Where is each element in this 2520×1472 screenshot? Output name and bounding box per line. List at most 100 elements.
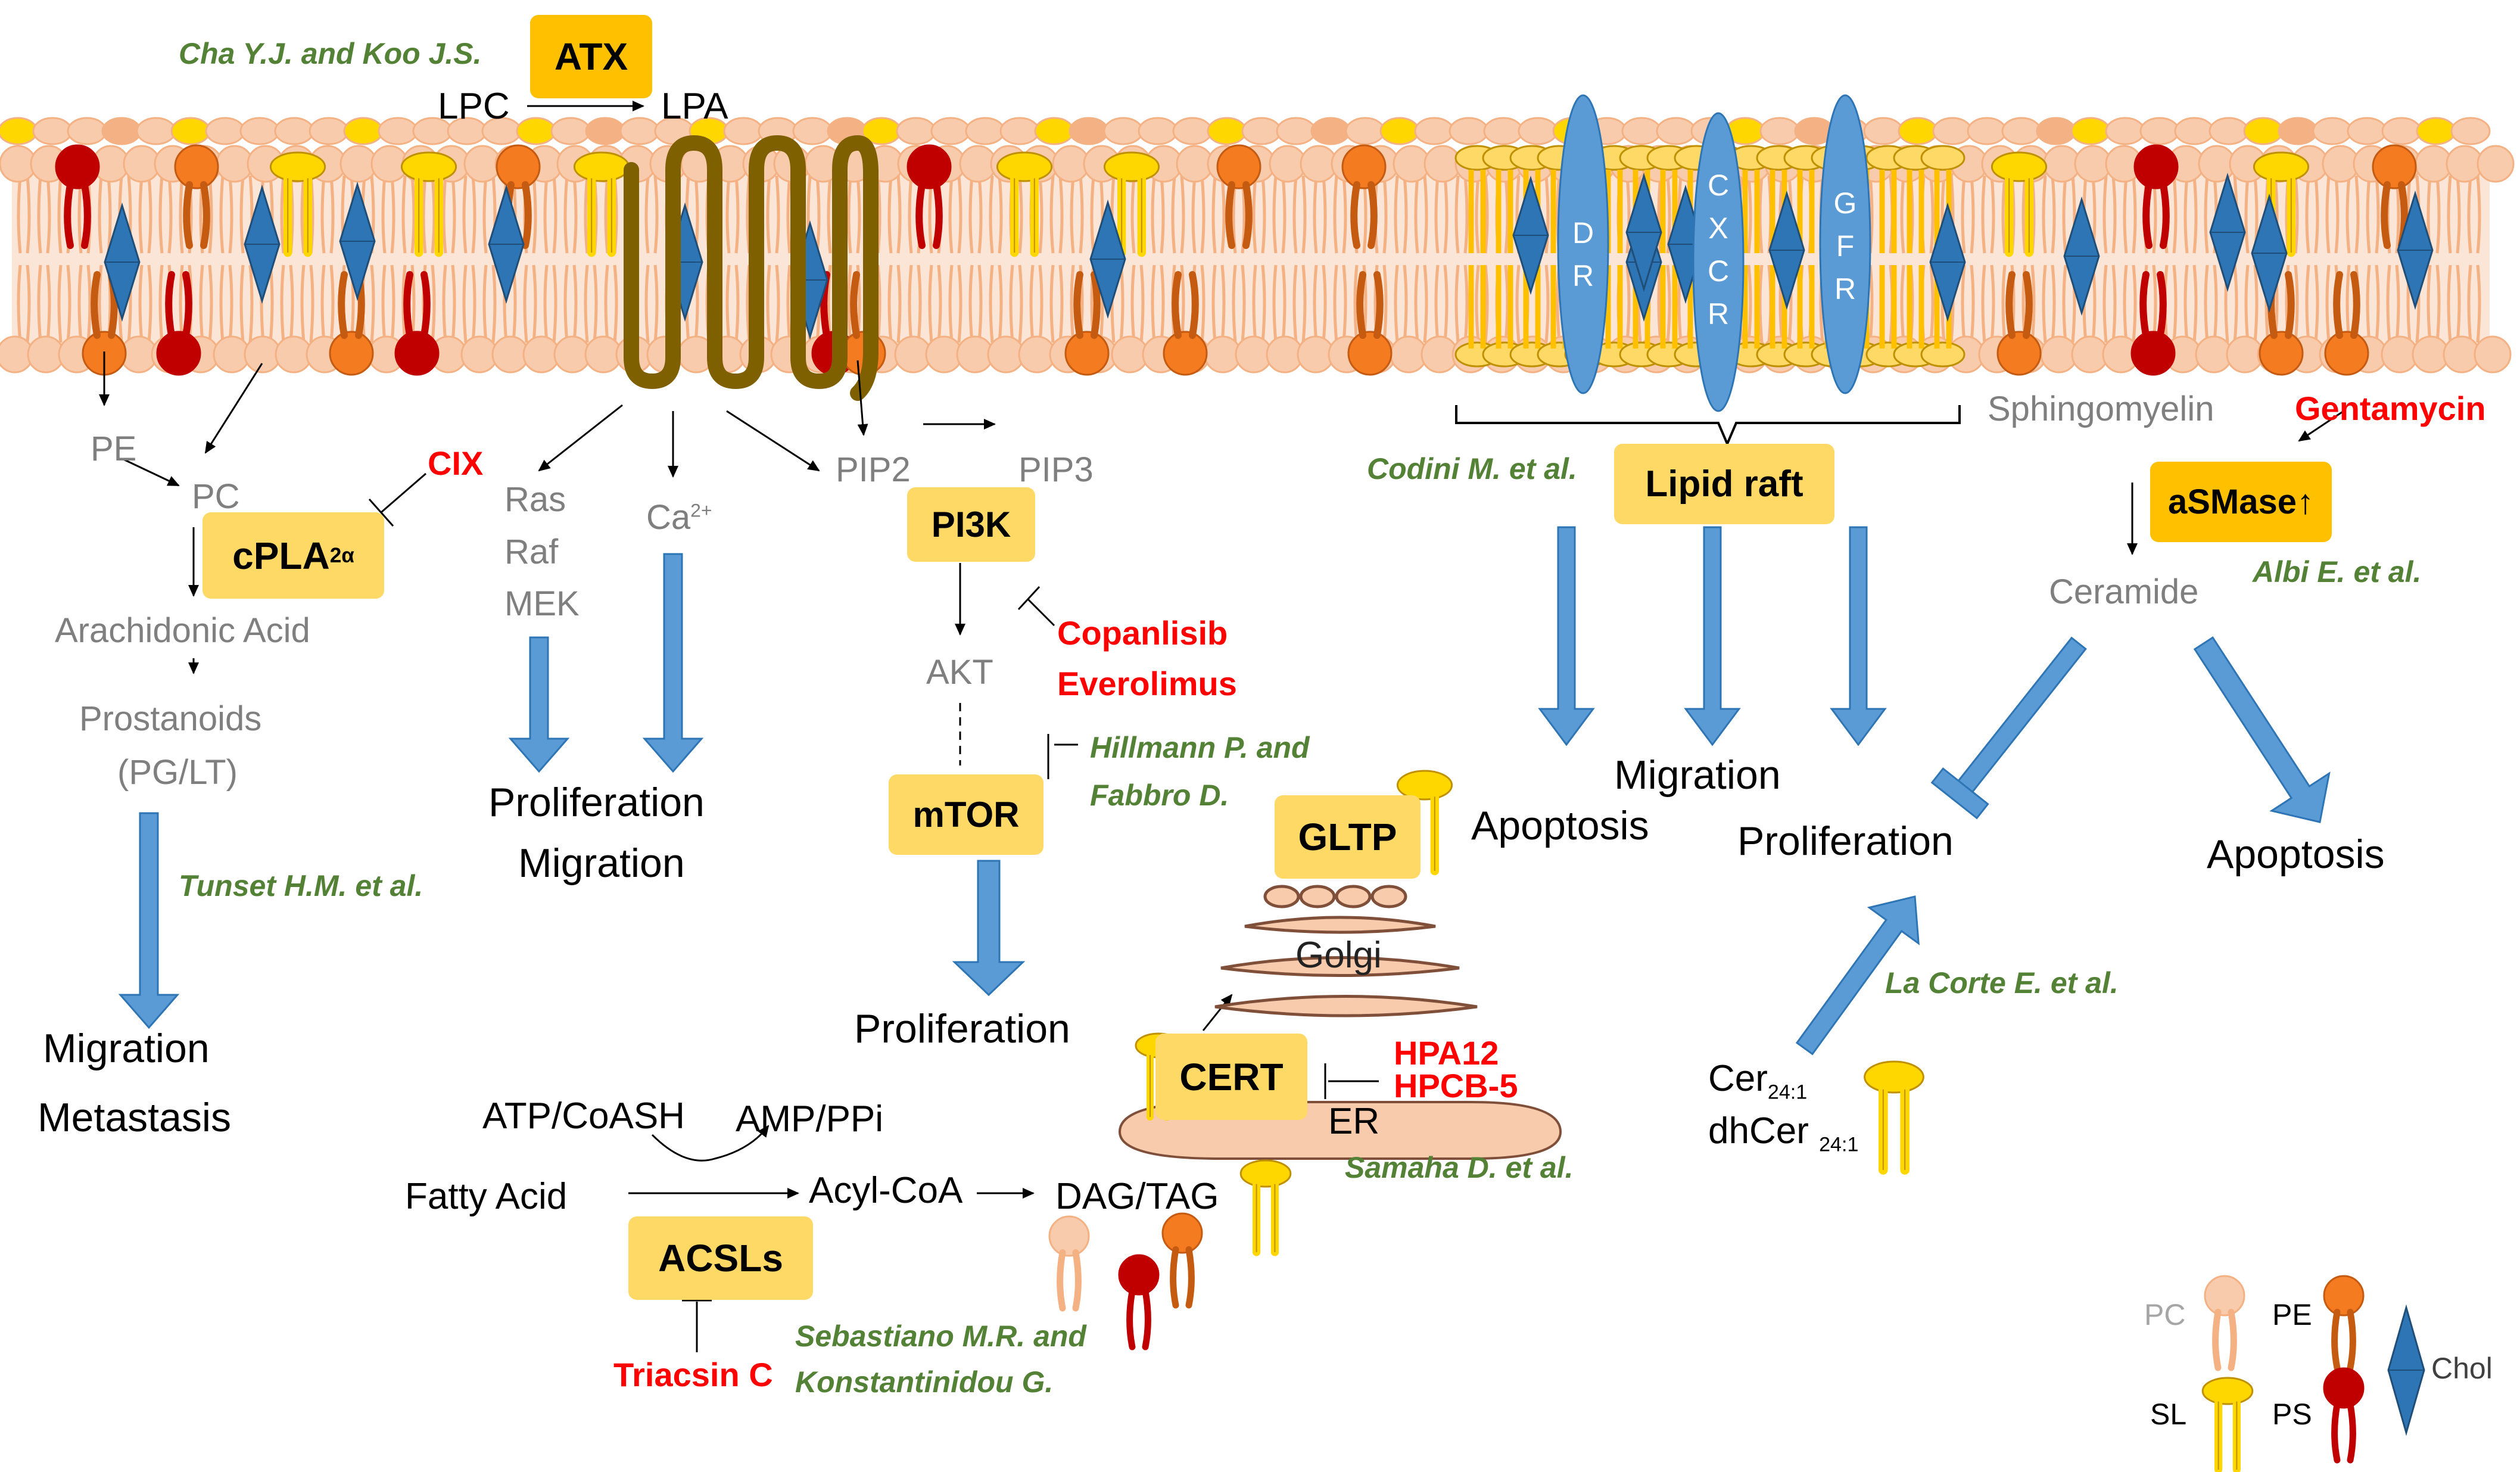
upper-tail bbox=[2305, 175, 2319, 254]
pip3-label: PIP3 bbox=[1018, 450, 1094, 489]
upper-tail bbox=[422, 175, 436, 254]
pe-tail bbox=[1185, 1246, 1195, 1309]
lower-tail bbox=[300, 264, 314, 343]
upper-tail bbox=[1070, 175, 1084, 254]
outcome-arrows bbox=[118, 526, 2331, 1056]
ps-tail bbox=[165, 271, 175, 339]
upper-tail bbox=[725, 175, 740, 254]
lower-tail bbox=[1434, 264, 1449, 343]
lower-tail bbox=[1454, 264, 1469, 343]
cxcr-letter: R bbox=[1707, 297, 1730, 331]
pe-tail bbox=[2023, 271, 2033, 339]
lower-tail bbox=[77, 264, 92, 343]
upper-head-back bbox=[1518, 117, 1558, 145]
upper-head-back bbox=[1449, 117, 1489, 145]
pe-tail bbox=[2331, 1309, 2341, 1371]
upper-head-back bbox=[2174, 117, 2214, 145]
sl-lipid bbox=[400, 151, 457, 257]
sl-tail-outline bbox=[287, 178, 309, 253]
lower-tail bbox=[1232, 264, 1246, 343]
upper-tail bbox=[948, 175, 962, 254]
arachidonic-acid-label: Arachidonic Acid bbox=[55, 611, 310, 650]
upper-head-back bbox=[965, 117, 1005, 145]
upper-tail bbox=[401, 175, 416, 254]
triacsin-c-drug: Triacsin C bbox=[613, 1356, 773, 1393]
lower-tail bbox=[1009, 264, 1023, 343]
pe-tail bbox=[2347, 1309, 2356, 1371]
upper-head-back bbox=[2347, 117, 2387, 145]
cix-drug: CIX bbox=[428, 444, 484, 482]
upper-tail bbox=[1414, 175, 1428, 254]
ps-tail bbox=[2347, 1401, 2356, 1464]
dhcer-24-1-label: dhCer 24:1 bbox=[1708, 1113, 1859, 1156]
pe-lipid bbox=[2323, 1275, 2365, 1371]
lower-tail bbox=[320, 264, 335, 343]
upper-head-back bbox=[1276, 117, 1316, 145]
lower-tail bbox=[2305, 264, 2319, 343]
pe-tail bbox=[2350, 271, 2360, 339]
blue-arrow bbox=[1684, 526, 1741, 746]
upper-head-back bbox=[170, 117, 211, 145]
cpla2a-label: cPLA bbox=[232, 534, 330, 577]
lower-tail bbox=[523, 264, 537, 343]
upper-head-back bbox=[32, 117, 73, 145]
dr-letter: R bbox=[1572, 259, 1594, 292]
upper-tail bbox=[563, 175, 578, 254]
lower-tail bbox=[1130, 264, 1145, 343]
lower-tail bbox=[563, 264, 578, 343]
pe-tail bbox=[1373, 271, 1384, 339]
lower-tail bbox=[2386, 264, 2400, 343]
upper-head-back bbox=[2381, 117, 2422, 145]
upper-tail bbox=[219, 175, 233, 254]
upper-tail bbox=[1961, 175, 1975, 254]
pc-tail bbox=[1072, 1249, 1082, 1312]
lpa-receptor-7tm bbox=[624, 135, 879, 401]
raft-sl-tail bbox=[1742, 170, 1760, 253]
pe-tail bbox=[1356, 271, 1366, 339]
cer-text: Cer bbox=[1708, 1058, 1768, 1099]
dhcer-subscript: 24:1 bbox=[1819, 1133, 1859, 1156]
raft-sl-tail-lower bbox=[1468, 265, 1486, 348]
lower-tail bbox=[1414, 264, 1428, 343]
upper-head-back bbox=[1345, 117, 1385, 145]
upper-head bbox=[2477, 145, 2515, 183]
ps-head bbox=[55, 144, 100, 189]
ref-samaha: Samaha D. et al. bbox=[1345, 1151, 1574, 1184]
upper-head-back bbox=[1379, 117, 1420, 145]
raft-sl-tail bbox=[1879, 170, 1897, 253]
sl-lipid bbox=[269, 151, 326, 257]
legend-pe-label: PE bbox=[2272, 1298, 2312, 1331]
pe-lipid bbox=[1996, 271, 2042, 376]
sl-head bbox=[1396, 770, 1453, 801]
cxcr-letter: X bbox=[1708, 211, 1728, 245]
lower-tail bbox=[908, 264, 922, 343]
upper-tail bbox=[1272, 175, 1287, 254]
ras-label: Ras bbox=[504, 480, 566, 519]
ps-tail bbox=[64, 181, 74, 249]
upper-head-back bbox=[1034, 117, 1074, 145]
upper-head-back bbox=[1207, 117, 1247, 145]
sl-head bbox=[996, 151, 1053, 182]
legend-sl-label: SL bbox=[2150, 1398, 2187, 1431]
cer-subscript: 24:1 bbox=[1767, 1081, 1808, 1104]
upper-tail bbox=[2123, 175, 2137, 254]
pc-tail bbox=[2212, 1309, 2222, 1371]
pc-lipid bbox=[1048, 1215, 1090, 1312]
sl-lipid bbox=[1239, 1159, 1292, 1256]
ps-tail bbox=[2331, 1401, 2341, 1464]
fatty-acid-label: Fatty Acid bbox=[405, 1176, 568, 1217]
lower-tail bbox=[1272, 264, 1287, 343]
upper-head-back bbox=[930, 117, 971, 145]
gfr-receptor-ellipse bbox=[1819, 94, 1871, 394]
upper-tail bbox=[989, 175, 1003, 254]
gfr-letter: F bbox=[1836, 229, 1855, 263]
upper-tail bbox=[1252, 175, 1266, 254]
upper-head-back bbox=[0, 117, 38, 145]
outcome-apoptosis-2: Apoptosis bbox=[2207, 832, 2385, 877]
pc-tail bbox=[2228, 1309, 2237, 1371]
ps-lipid bbox=[1118, 1254, 1160, 1350]
cert-box: CERT bbox=[1155, 1034, 1307, 1120]
legend-chol-label: Chol bbox=[2431, 1352, 2493, 1385]
lower-tail bbox=[644, 264, 659, 343]
